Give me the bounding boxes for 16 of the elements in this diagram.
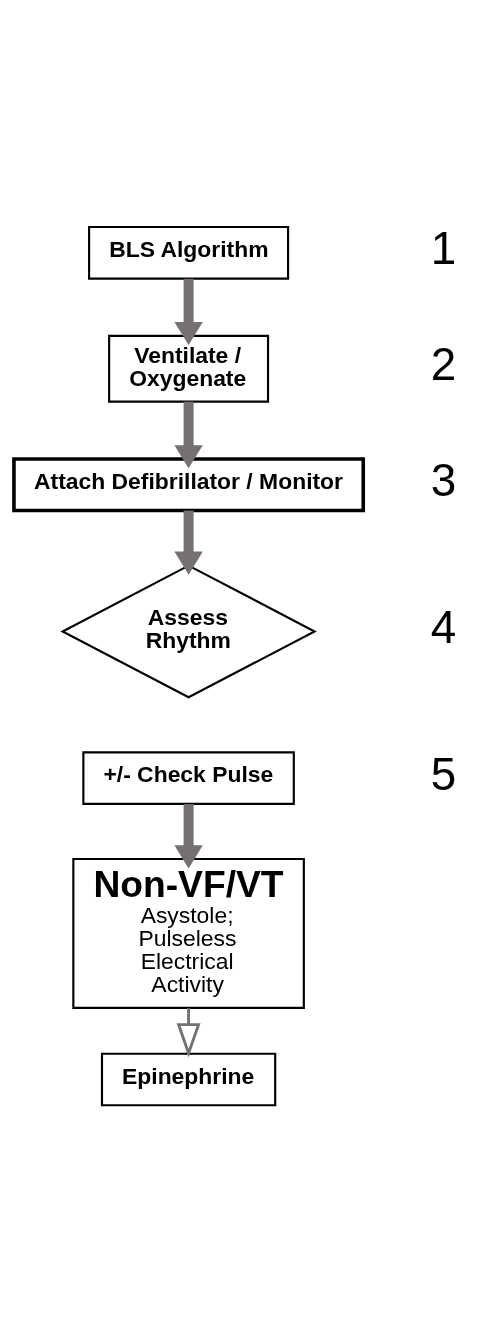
node-box: Epinephrine: [100, 1052, 277, 1106]
label: 2: [430, 338, 457, 390]
label: 3: [430, 454, 457, 506]
arrow: [174, 803, 203, 868]
label: 5: [430, 748, 457, 800]
arrow: [176, 1007, 201, 1057]
label: 4: [430, 601, 457, 653]
node-box: +/- Check Pulse: [82, 750, 295, 805]
arrow: [174, 278, 203, 345]
label: 1: [430, 222, 457, 274]
arrow: [174, 401, 203, 468]
node-box: Attach Defibrillator / Monitor: [12, 456, 366, 512]
arrow: [174, 510, 203, 575]
node-box: Non-VF/VT Asystole; Pulseless Electrical Activity: [72, 857, 305, 1009]
node-box: BLS Algorithm: [88, 225, 290, 280]
node-box: Ventilate / Oxygenate: [108, 334, 270, 403]
